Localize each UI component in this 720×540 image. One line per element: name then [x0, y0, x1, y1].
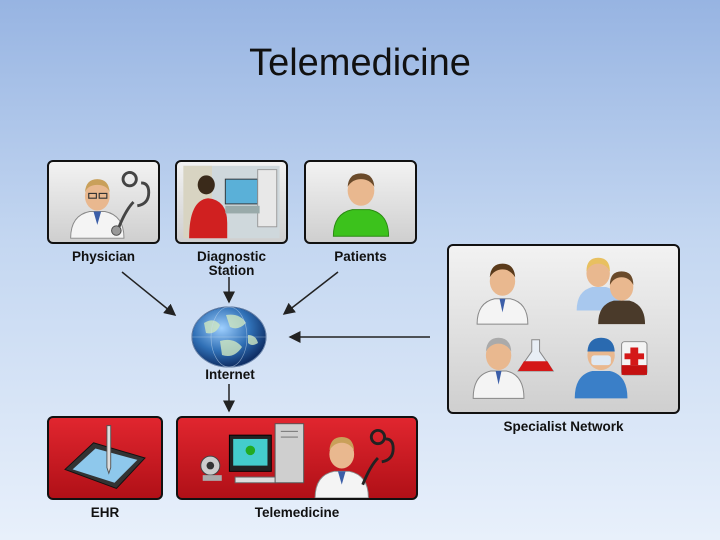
telemedicine-label: Telemedicine — [254, 505, 340, 520]
internet-label: Internet — [205, 367, 255, 382]
arrow-physician-to-internet — [121, 271, 177, 316]
physician-stethoscope-icon — [70, 171, 151, 239]
patients-label: Patients — [334, 249, 387, 264]
diagnostic-station-tile — [175, 160, 288, 244]
physician-tile — [47, 160, 160, 244]
specialist-network-label: Specialist Network — [503, 419, 624, 434]
telemedicine-tile — [176, 416, 418, 500]
patients-tile — [304, 160, 417, 244]
globe-icon — [191, 306, 267, 368]
tablet-stylus-icon — [64, 425, 146, 490]
patient-icon — [332, 173, 390, 237]
specialist-group-icon — [472, 257, 648, 399]
computer-webcam-doctor-icon — [200, 423, 395, 498]
diagnostic-station-photo — [183, 165, 280, 239]
physician-label: Physician — [71, 249, 136, 264]
page-title: Telemedicine — [249, 42, 471, 84]
arrow-patients-to-internet — [282, 271, 339, 315]
internet-globe — [190, 305, 268, 369]
ehr-label: EHR — [90, 505, 120, 520]
specialist-network-tile — [447, 244, 680, 414]
diagnostic-station-label: Diagnostic Station — [196, 249, 266, 278]
ehr-tile — [47, 416, 163, 500]
